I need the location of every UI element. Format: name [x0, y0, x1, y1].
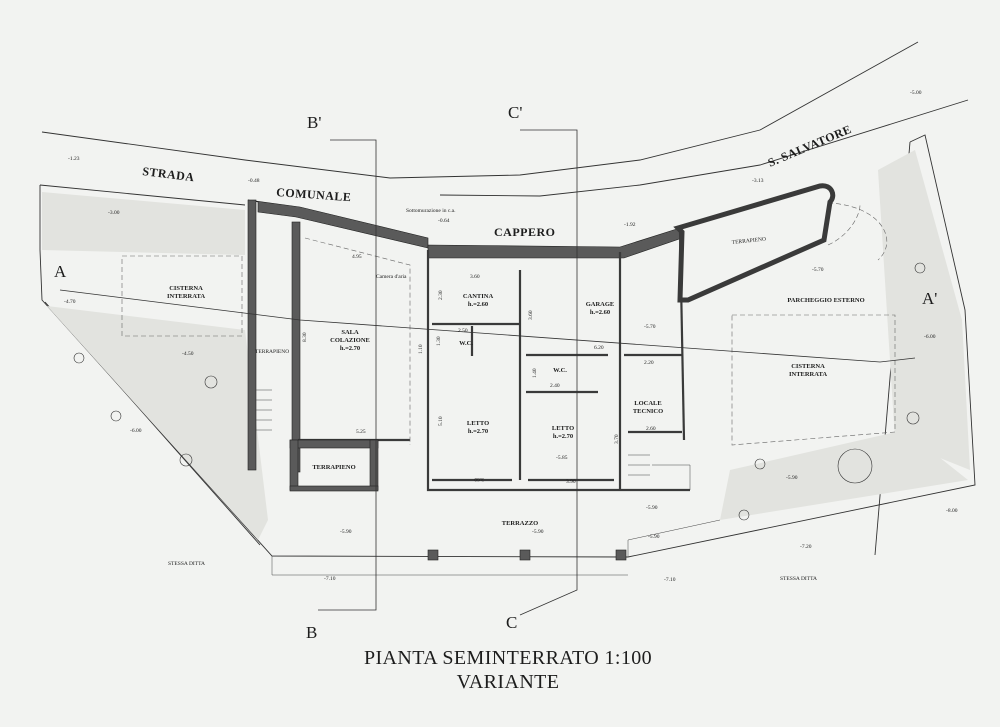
dim-1: 4.95	[352, 254, 362, 260]
elev-14: -5.85	[556, 455, 568, 461]
elev-19: -7.10	[324, 576, 336, 582]
stessa-ditta-left: STESSA DITTA	[168, 561, 205, 567]
elev-20: -7.10	[664, 577, 676, 583]
elev-3: -3.00	[108, 210, 120, 216]
dim-15: 2.60	[646, 426, 656, 432]
section-cut-lines	[59, 129, 916, 616]
elev-21: -7.20	[800, 544, 812, 550]
street-cappero: CAPPERO	[494, 225, 556, 239]
dim-3: 2.30	[438, 290, 444, 300]
elev-22: -8.00	[946, 508, 958, 514]
stessa-ditta-right: STESSA DITTA	[780, 576, 817, 582]
section-a-prime: A'	[922, 289, 937, 308]
street-strada: STRADA	[142, 164, 196, 184]
elev-5: -1.92	[624, 222, 636, 228]
elev-6: -3.13	[752, 178, 764, 184]
tree-symbols	[73, 262, 926, 521]
room-cantina-height: h.=2.60	[468, 301, 488, 308]
room-cantina: CANTINA	[463, 293, 494, 300]
room-garage-height: h.=2.60	[590, 309, 610, 316]
elev-4: -0.64	[438, 218, 450, 224]
building-walls	[247, 183, 836, 561]
dim-11: 1.40	[532, 368, 538, 378]
parcheggio-esterno: PARCHEGGIO ESTERNO	[787, 297, 864, 304]
elev-2: -0.48	[248, 178, 260, 184]
site-outline	[39, 41, 976, 576]
section-a: A	[54, 262, 67, 281]
section-b: B	[306, 623, 317, 642]
elev-23: -5.90	[340, 529, 352, 535]
dim-5: 8.30	[302, 332, 308, 342]
room-letto-2: LETTO	[552, 425, 574, 432]
elevation-markers: -1.23 -0.48 -3.00 -0.64 -1.92 -3.13 -5.0…	[64, 90, 958, 583]
section-b-prime: B'	[307, 113, 321, 132]
elev-16: -5.90	[646, 505, 658, 511]
elev-7: -5.00	[910, 90, 922, 96]
plan-subtitle: VARIANTE	[457, 671, 560, 693]
room-wc-2: W.C.	[553, 367, 567, 374]
dim-7: 1.30	[436, 336, 442, 346]
cisterna-right: CISTERNA	[791, 363, 825, 370]
elev-11: -5.70	[812, 267, 824, 273]
dim-10: 2.20	[644, 360, 654, 366]
room-terrapieno-left: TERRAPIENO	[255, 349, 289, 355]
note-sottomurazione: Sottomurazione in c.a.	[406, 208, 456, 214]
section-c-prime: C'	[508, 103, 522, 122]
dim-13: 5.25	[356, 429, 366, 435]
dim-14: 5.10	[438, 416, 444, 426]
dim-4: 3.60	[528, 310, 534, 320]
cisterna-left: CISTERNA	[169, 285, 203, 292]
room-letto-2-height: h.=2.70	[553, 433, 573, 440]
room-letto-1-height: h.=2.70	[468, 428, 488, 435]
elev-17: -5.90	[532, 529, 544, 535]
elev-18: -5.90	[648, 534, 660, 540]
elev-9: -4.50	[182, 351, 194, 357]
room-sala-height: h.=2.70	[340, 345, 360, 352]
street-salvatore: S. SALVATORE	[766, 122, 854, 170]
room-locale-tecnico: LOCALE	[634, 400, 661, 407]
elev-10: -6.00	[130, 428, 142, 434]
dim-2: 3.60	[470, 274, 480, 280]
room-wc-1: W.C.	[459, 340, 473, 347]
room-sala-colazione-2: COLAZIONE	[330, 337, 370, 344]
dim-6: 2.50	[458, 328, 468, 334]
elev-1: -1.23	[68, 156, 80, 162]
elev-12: -5.70	[644, 324, 656, 330]
dim-18: 3.60	[474, 476, 484, 482]
plan-title: PIANTA SEMINTERRATO 1:100	[364, 647, 652, 669]
elev-8: -4.70	[64, 299, 76, 305]
cisterna-right-2: INTERRATA	[789, 371, 827, 378]
room-letto-1: LETTO	[467, 420, 489, 427]
dim-8: 1.10	[418, 344, 424, 354]
dim-16: 3.70	[614, 434, 620, 444]
terrazzo-label: TERRAZZO	[502, 520, 538, 527]
elev-13: -6.00	[924, 334, 936, 340]
dim-12: 2.40	[550, 383, 560, 389]
room-garage: GARAGE	[586, 301, 615, 308]
elev-15: -5.90	[786, 475, 798, 481]
street-comunale: COMUNALE	[276, 185, 352, 204]
room-terrapieno-box: TERRAPIENO	[312, 464, 355, 471]
dim-17: 3.90	[566, 479, 576, 485]
room-terrapieno-right: TERRAPIENO	[732, 236, 767, 246]
room-locale-tecnico-2: TECNICO	[633, 408, 663, 415]
dim-9: 6.20	[594, 345, 604, 351]
dimension-labels: 4.95 3.60 2.30 3.60 8.30 2.50 1.30 1.10 …	[302, 254, 656, 485]
cisterna-left-2: INTERRATA	[167, 293, 205, 300]
room-sala-colazione: SALA	[341, 329, 359, 336]
section-c: C	[506, 613, 517, 632]
note-camera-aria: Camera d'aria	[376, 274, 407, 280]
